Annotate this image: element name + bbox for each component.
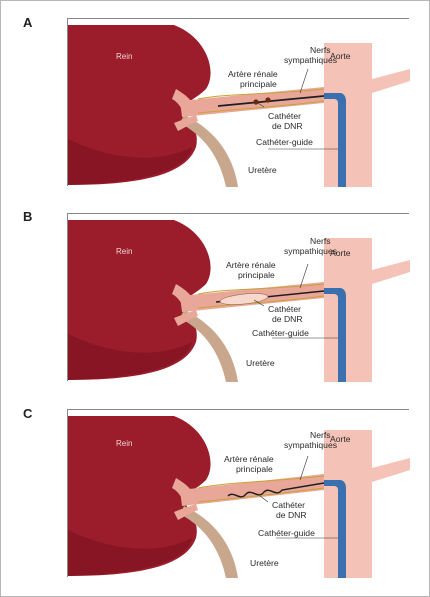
label-nerfs-line2: sympathiques [284,55,337,65]
panel-letter-b: B [23,209,32,224]
renal-denervation-diagram-c: Rein Aorte Nerfs sympathiques Artère rén… [68,410,410,578]
label-nerfs-line1: Nerfs [310,45,331,55]
label-uretere: Uretère [246,358,275,368]
label-nerfs-line1: Nerfs [310,236,331,246]
aorta [324,430,372,578]
panel-b: Rein Aorte Nerfs sympathiques Artère rén… [67,213,409,381]
label-rein: Rein [116,247,132,256]
aorta [324,238,372,382]
label-nerfs-line1: Nerfs [310,430,331,440]
label-rein: Rein [116,52,132,61]
label-guide: Cathéter-guide [256,137,313,147]
label-guide: Cathéter-guide [258,528,315,538]
renal-denervation-diagram-b: Rein Aorte Nerfs sympathiques Artère rén… [68,214,410,382]
label-nerfs-line2: sympathiques [284,246,337,256]
dnr-electrode-2 [265,97,270,102]
label-artere-line1: Artère rénale [226,260,276,270]
label-catheter-line2: de DNR [276,510,307,520]
label-catheter-line1: Cathéter [272,500,305,510]
panel-letter-c: C [23,406,32,421]
label-artere-line1: Artère rénale [224,454,274,464]
label-catheter-line1: Cathéter [268,304,301,314]
label-rein: Rein [116,439,132,448]
label-nerfs-line2: sympathiques [284,440,337,450]
renal-denervation-diagram-a: Rein Aorte Nerfs sympathiques Artère rén… [68,19,410,187]
label-uretere: Uretère [248,165,277,175]
label-artere-line1: Artère rénale [228,69,278,79]
label-catheter-line1: Cathéter [268,111,301,121]
dnr-electrode-1 [253,99,258,104]
panel-c: Rein Aorte Nerfs sympathiques Artère rén… [67,409,409,577]
panel-a: Rein Aorte Nerfs sympathiques Artère rén… [67,18,409,186]
label-artere-line2: principale [240,79,277,89]
label-artere-line2: principale [238,270,275,280]
label-uretere: Uretère [250,558,279,568]
label-guide: Cathéter-guide [252,328,309,338]
label-catheter-line2: de DNR [272,314,303,324]
panel-letter-a: A [23,15,32,30]
label-artere-line2: principale [236,464,273,474]
label-catheter-line2: de DNR [272,121,303,131]
